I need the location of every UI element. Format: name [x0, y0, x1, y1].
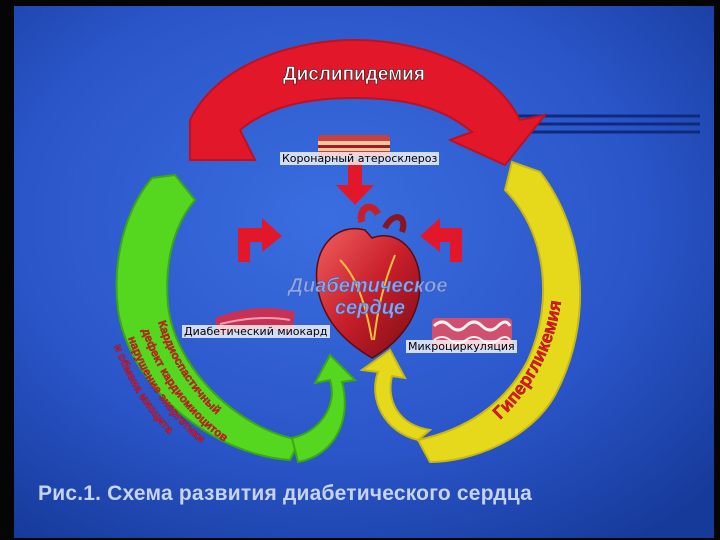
cardiomyocyte-arc — [115, 173, 302, 462]
dyslipidemia-label: Дислипидемия — [283, 64, 425, 85]
center-title-line2: сердце — [335, 297, 405, 319]
microcirculation-label: Микроциркуляция — [406, 340, 517, 353]
heart-icon — [315, 203, 421, 359]
center-title-line1: Диабетическое — [287, 275, 448, 297]
yellow-arrow-head — [359, 348, 433, 442]
green-arrow-head — [290, 353, 358, 464]
red-corner-arrow-right — [420, 218, 462, 262]
coronary-vessel-image — [318, 135, 390, 157]
diabetic-myocardium-label: Диабетический миокард — [182, 325, 330, 338]
dyslipidemia-arc — [189, 38, 548, 167]
figure-caption: Рис.1. Схема развития диабетического сер… — [38, 482, 532, 505]
hyperglycemia-arc — [416, 160, 582, 464]
red-corner-arrow-left — [238, 218, 282, 262]
coronary-atherosclerosis-label: Коронарный атеросклероз — [280, 152, 440, 165]
red-down-arrow — [336, 160, 374, 205]
